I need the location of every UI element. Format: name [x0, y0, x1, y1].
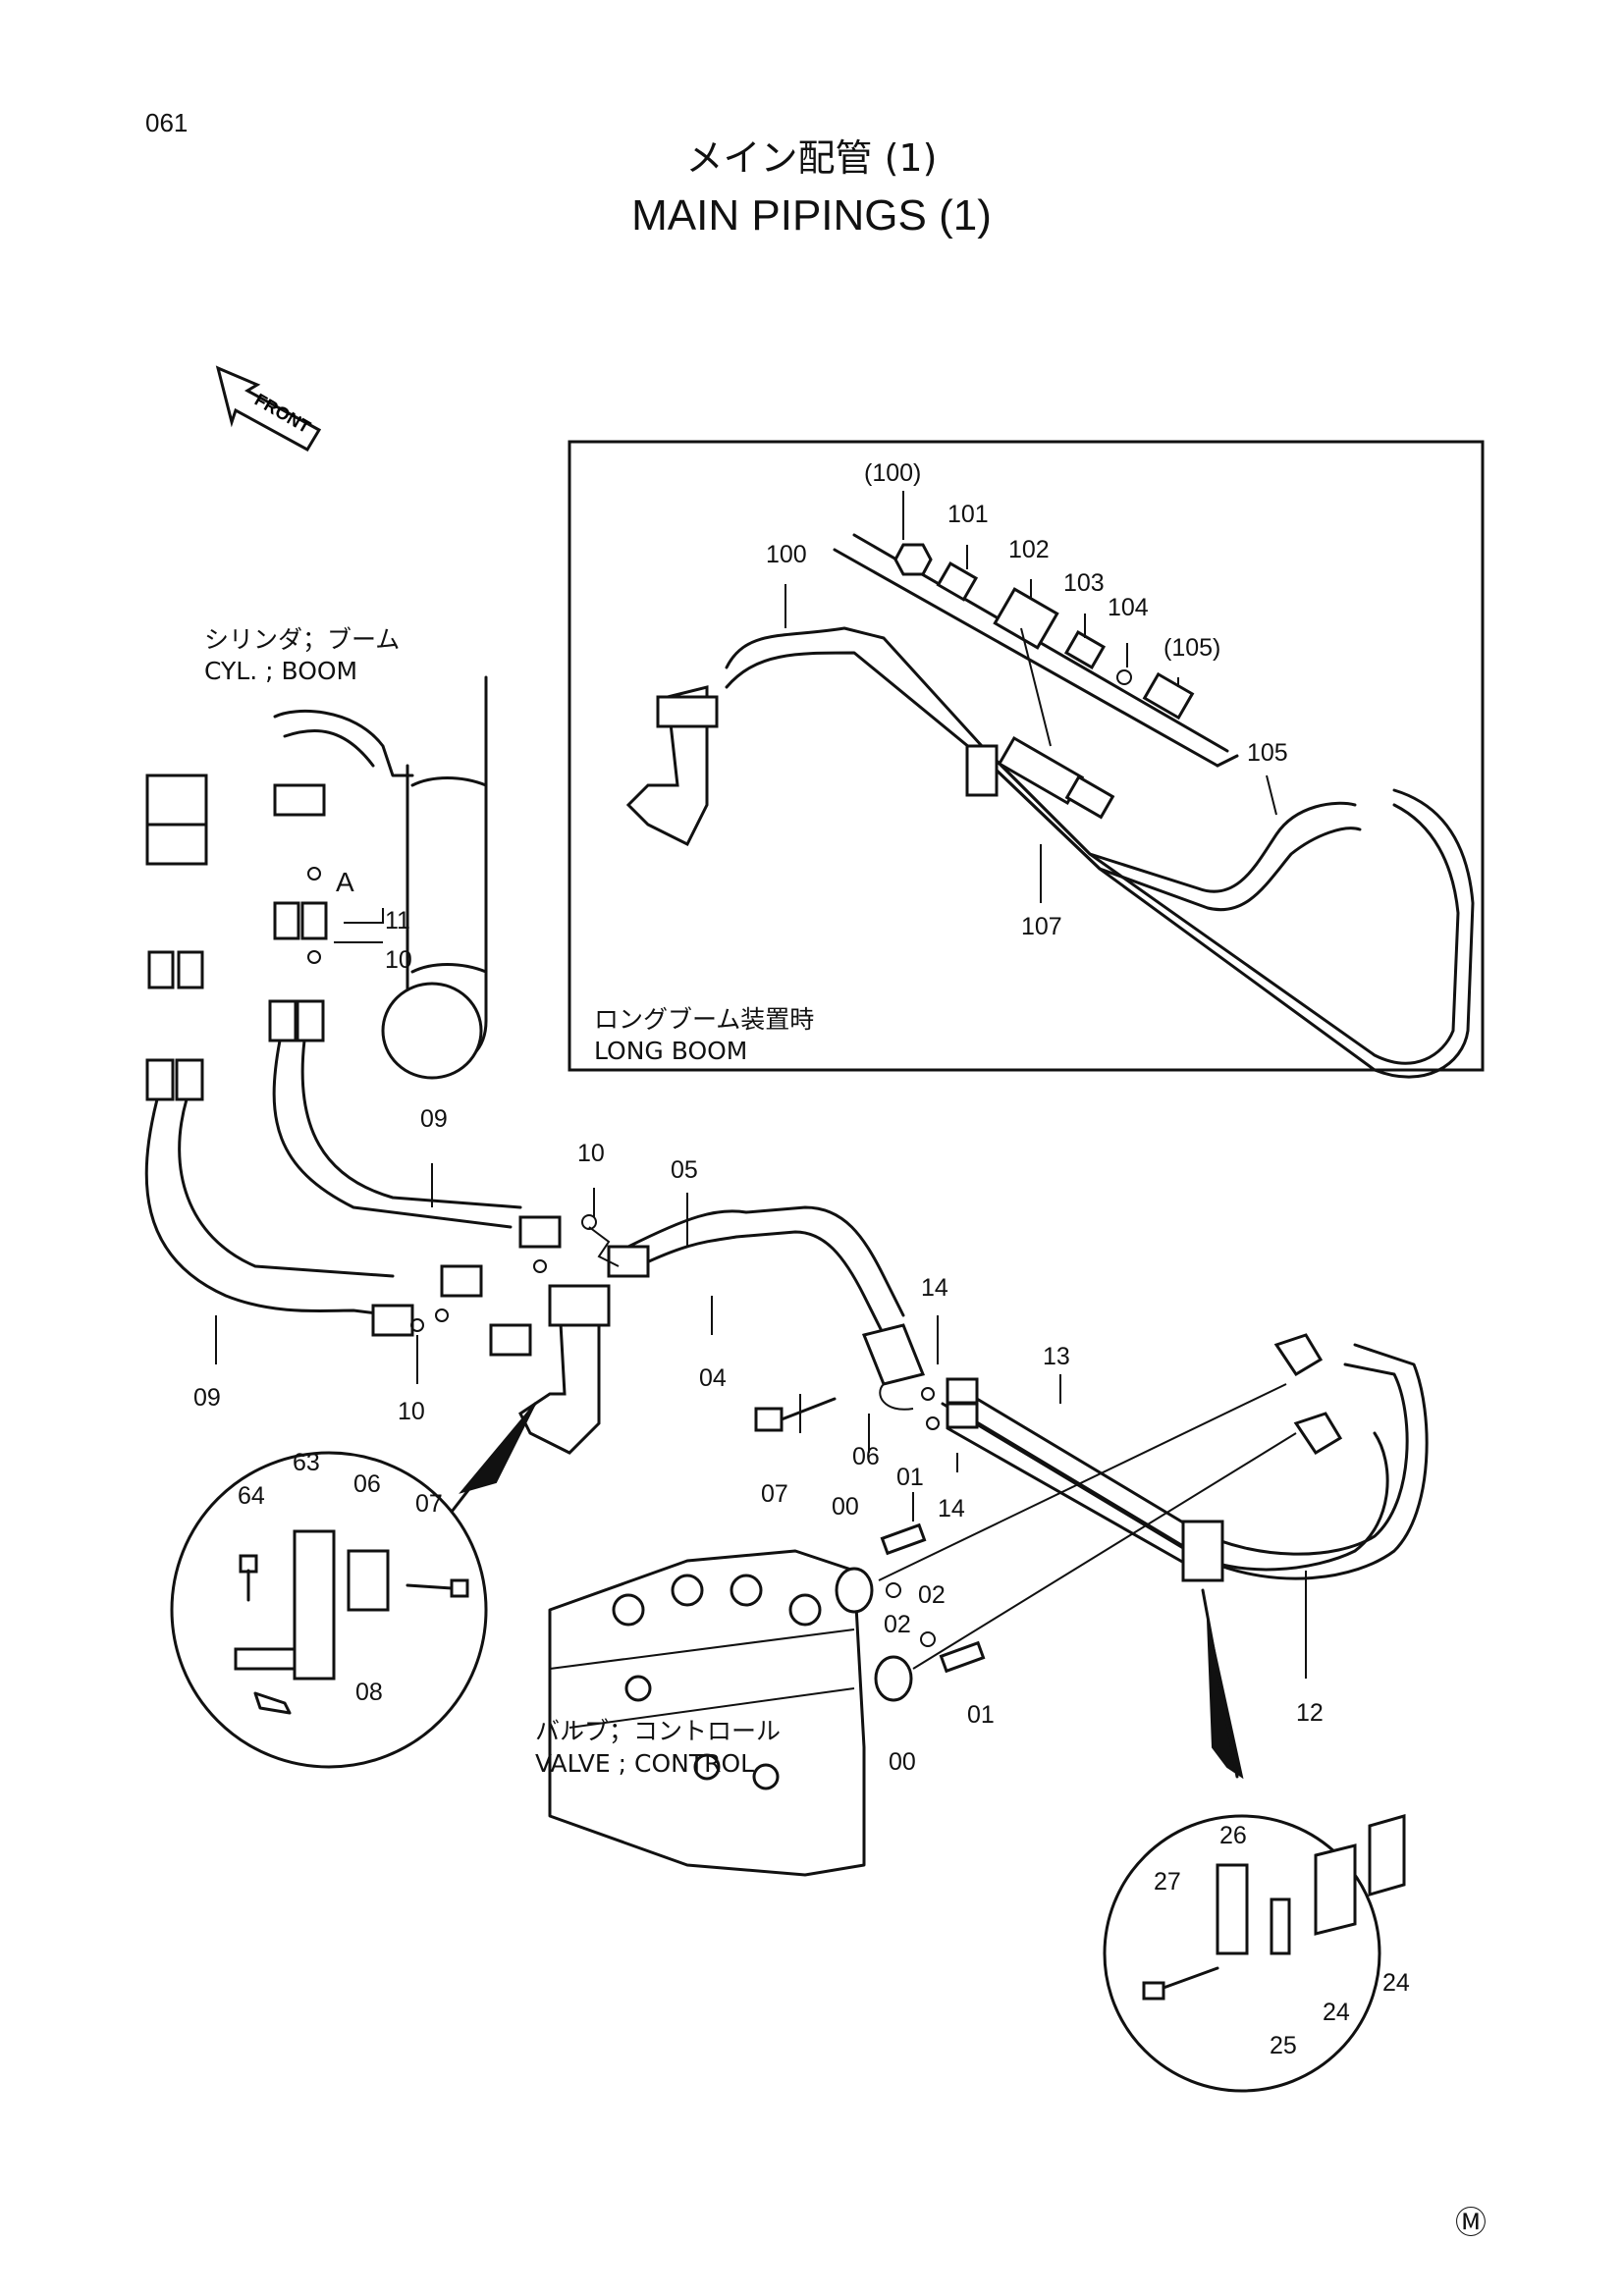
caption-cyl-boom-jp: シリンダ；ブーム: [204, 625, 401, 654]
part-label: 09: [193, 1384, 221, 1412]
part-label: 24: [1323, 1999, 1350, 2026]
caption-long-boom: LONG BOOM: [594, 1037, 748, 1065]
detail-marker-a: A: [336, 867, 354, 897]
page-number: 061: [145, 108, 189, 137]
detail-circle-bracket: [170, 1402, 537, 1769]
part-label: 12: [1296, 1699, 1324, 1727]
page-title: MAIN PIPINGS (1): [631, 191, 992, 240]
center-pipes: [371, 1205, 926, 1455]
part-label: 10: [398, 1398, 425, 1425]
part-label: 64: [238, 1482, 265, 1510]
part-label: 107: [1021, 913, 1062, 940]
part-label: 102: [1008, 536, 1050, 563]
part-label: (105): [1163, 634, 1221, 662]
part-label: 04: [699, 1364, 727, 1392]
boom-cylinder: [273, 675, 488, 1080]
long-boom-inset-frame: [568, 440, 1485, 1072]
part-label: 13: [1043, 1343, 1070, 1370]
part-label: 14: [938, 1495, 965, 1522]
part-label: 01: [896, 1464, 924, 1491]
bolt-07: [754, 1397, 837, 1432]
front-arrow-icon: FRONT: [215, 365, 322, 453]
part-label: 06: [852, 1443, 880, 1470]
part-label: 00: [889, 1748, 916, 1776]
part-label: 14: [921, 1274, 948, 1302]
part-label: 07: [761, 1480, 788, 1508]
part-label: 02: [884, 1611, 911, 1638]
long-boom-pipes: [625, 533, 1475, 1079]
part-label: 104: [1108, 594, 1149, 621]
part-label: 11: [385, 907, 410, 934]
part-label: 63: [293, 1449, 320, 1476]
m-mark-icon: Ⓜ: [1455, 2205, 1488, 2240]
part-label: 10: [385, 946, 412, 974]
control-valve: [548, 1383, 1297, 1877]
part-label: 01: [967, 1701, 995, 1729]
caption-valve-jp: バルブ；コントロール: [535, 1717, 782, 1745]
caption-long-boom-jp: ロングブーム装置時: [594, 1005, 815, 1034]
part-label: 10: [577, 1140, 605, 1167]
caption-valve-control: VALVE ; CONTROL: [535, 1749, 755, 1778]
part-label: 02: [918, 1581, 946, 1609]
part-label: 08: [355, 1679, 383, 1706]
caption-cyl-boom: CYL. ; BOOM: [204, 657, 358, 685]
part-label: 26: [1219, 1822, 1247, 1849]
part-label: 24: [1382, 1969, 1410, 1997]
left-hoses: [144, 774, 522, 1317]
part-label: 00: [832, 1493, 859, 1521]
part-label: 101: [947, 501, 989, 528]
part-label: 06: [353, 1470, 381, 1498]
detail-circle-clamp: [1103, 1588, 1406, 2093]
leader-lines: [215, 491, 1307, 1679]
part-label: 105: [1247, 739, 1288, 767]
part-label: 07: [415, 1490, 443, 1518]
part-label: 09: [420, 1105, 448, 1133]
part-label: 25: [1270, 2032, 1297, 2059]
part-label: (100): [864, 459, 922, 487]
page-title-japanese: メイン配管 (1): [685, 136, 938, 180]
part-label: 05: [671, 1156, 698, 1184]
part-label: 100: [766, 541, 807, 568]
part-label: 103: [1063, 569, 1105, 597]
part-label: 27: [1154, 1868, 1181, 1896]
right-pipes: [879, 1333, 1429, 1582]
